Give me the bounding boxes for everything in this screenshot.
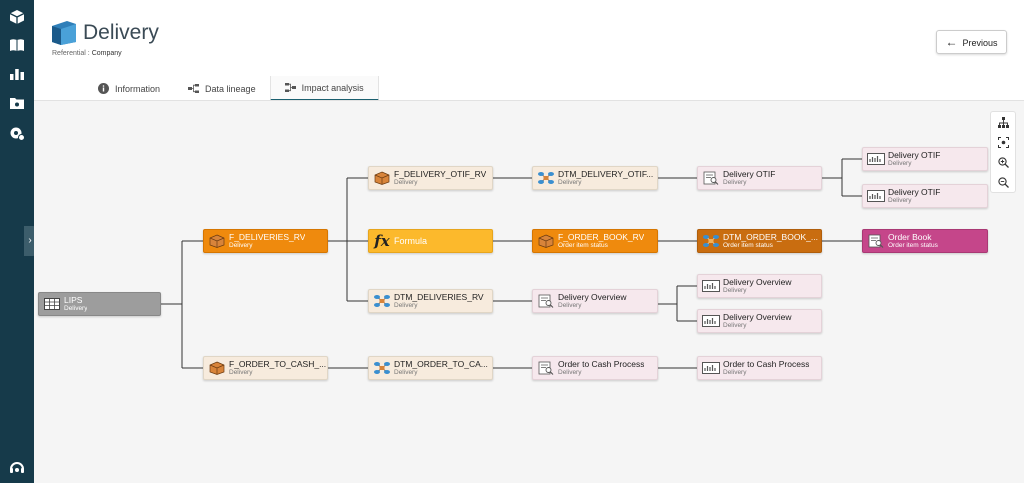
info-icon	[98, 83, 109, 94]
report-search-icon	[537, 293, 555, 309]
previous-button[interactable]: ←Previous	[936, 30, 1007, 54]
arrow-left-icon: ←	[945, 35, 958, 49]
tab-data-lineage[interactable]: Data lineage	[174, 76, 270, 101]
report-chart-icon	[702, 360, 720, 376]
datamart-icon	[702, 233, 720, 249]
support-icon[interactable]	[8, 458, 26, 476]
zoom-out-icon	[997, 176, 1009, 188]
cube-icon	[373, 170, 391, 186]
zoom-out-button[interactable]	[991, 172, 1015, 192]
left-sidebar: ›	[0, 0, 36, 483]
datamart-icon	[373, 360, 391, 376]
tab-impact-analysis[interactable]: Impact analysis	[269, 76, 379, 101]
datamart-icon	[373, 293, 391, 309]
tab-bar: Information Data lineage Impact analysis	[84, 76, 379, 101]
settings-icon[interactable]	[8, 124, 26, 142]
graph-edges	[161, 158, 862, 369]
node-formula[interactable]: fx Formula	[368, 229, 493, 253]
sidebar-toggle-button[interactable]: ›	[24, 226, 36, 256]
report-search-icon	[867, 233, 885, 249]
chart-icon[interactable]	[8, 65, 26, 83]
graph-toolbar	[990, 111, 1016, 193]
report-chart-icon	[867, 151, 885, 167]
referential-label: Referential : Company	[52, 50, 122, 57]
formula-icon: fx	[374, 232, 390, 250]
node-dtm-order-book[interactable]: DTM_ORDER_BOOK_...Order item status	[697, 229, 822, 253]
impact-icon	[284, 83, 296, 92]
page-title: Delivery	[83, 21, 159, 44]
folder-icon[interactable]	[8, 94, 26, 112]
hierarchy-button[interactable]	[991, 112, 1015, 132]
cube-icon	[537, 233, 555, 249]
zoom-in-icon	[997, 156, 1009, 168]
node-dtm-delivery-otif[interactable]: DTM_DELIVERY_OTIF...Delivery	[532, 166, 658, 190]
fit-icon	[997, 136, 1009, 148]
node-dtm-order-to-cash[interactable]: DTM_ORDER_TO_CA...Delivery	[368, 356, 493, 380]
lineage-icon	[188, 84, 200, 93]
report-chart-icon	[702, 278, 720, 294]
node-f-order-to-cash[interactable]: F_ORDER_TO_CASH_...Delivery	[203, 356, 328, 380]
table-icon	[43, 296, 61, 312]
datamart-icon	[537, 170, 555, 186]
report-chart-icon	[867, 188, 885, 204]
book-icon[interactable]	[8, 36, 26, 54]
report-chart-icon	[702, 313, 720, 329]
dataset-logo-icon	[52, 21, 76, 45]
report-search-icon	[537, 360, 555, 376]
cube-icon[interactable]	[8, 8, 26, 26]
cube-icon	[208, 233, 226, 249]
page-header: Delivery Referential : Company ←Previous…	[34, 0, 1024, 101]
cube-icon	[208, 360, 226, 376]
zoom-in-button[interactable]	[991, 152, 1015, 172]
report-search-icon	[702, 170, 720, 186]
fit-view-button[interactable]	[991, 132, 1015, 152]
tab-information[interactable]: Information	[84, 76, 174, 101]
hierarchy-icon	[997, 116, 1009, 128]
